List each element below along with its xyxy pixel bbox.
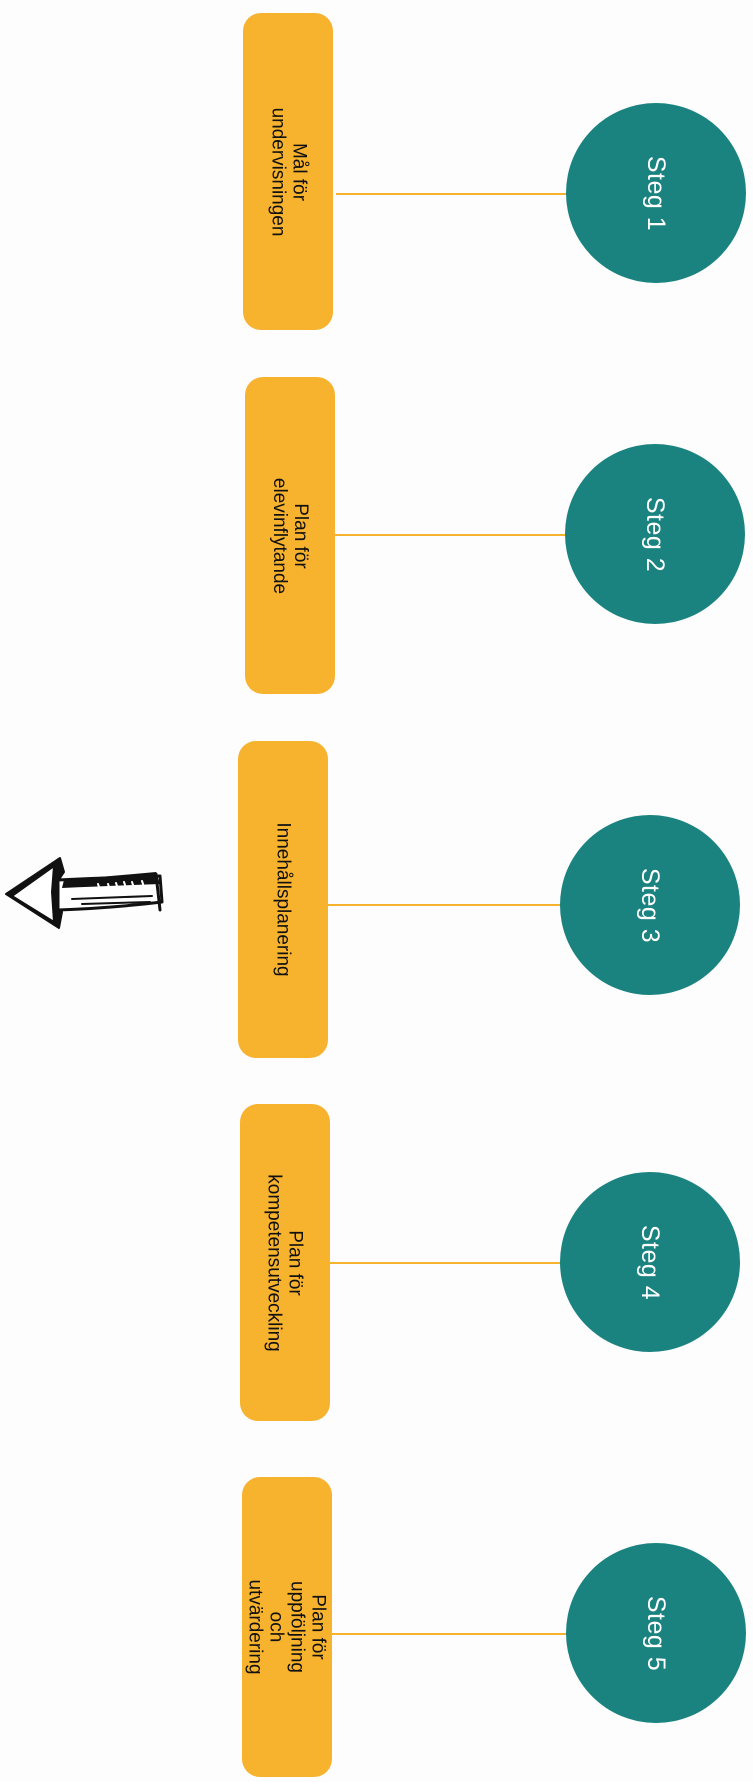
step-circle-5: Steg 5 — [566, 1543, 746, 1723]
step-circle-label: Steg 1 — [642, 155, 671, 231]
step-box-5: Plan för uppföljning och utvärdering — [242, 1477, 332, 1777]
step-circle-4: Steg 4 — [560, 1172, 740, 1352]
step-circle-label: Steg 2 — [641, 496, 670, 572]
step-box-label: Plan för uppföljning och utvärdering — [245, 1579, 330, 1675]
step-circle-label: Steg 4 — [636, 1224, 665, 1300]
connector-line-step-4 — [328, 1262, 564, 1264]
step-circle-2: Steg 2 — [565, 444, 745, 624]
step-circle-label: Steg 5 — [642, 1595, 671, 1671]
step-circle-3: Steg 3 — [560, 815, 740, 995]
connector-line-step-3 — [326, 904, 564, 906]
step-box-2: Plan för elevinflytande — [245, 377, 335, 694]
step-circle-1: Steg 1 — [566, 103, 746, 283]
step-box-label: Mål för undervisningen — [267, 107, 310, 236]
step-box-label: Innehållsplanering — [272, 822, 294, 977]
step-box-3: Innehållsplanering — [238, 741, 328, 1058]
step-box-label: Plan för elevinflytande — [269, 477, 311, 594]
step-circle-label: Steg 3 — [636, 867, 665, 943]
step-box-4: Plan för kompetensutveckling — [240, 1104, 330, 1421]
connector-line-step-2 — [328, 534, 568, 536]
step-box-1: Mål för undervisningen — [243, 13, 333, 330]
connector-line-step-1 — [336, 193, 568, 195]
connector-line-step-5 — [331, 1633, 567, 1635]
step-box-label: Plan för kompetensutveckling — [264, 1173, 307, 1352]
hand-drawn-arrow-icon — [5, 857, 164, 929]
